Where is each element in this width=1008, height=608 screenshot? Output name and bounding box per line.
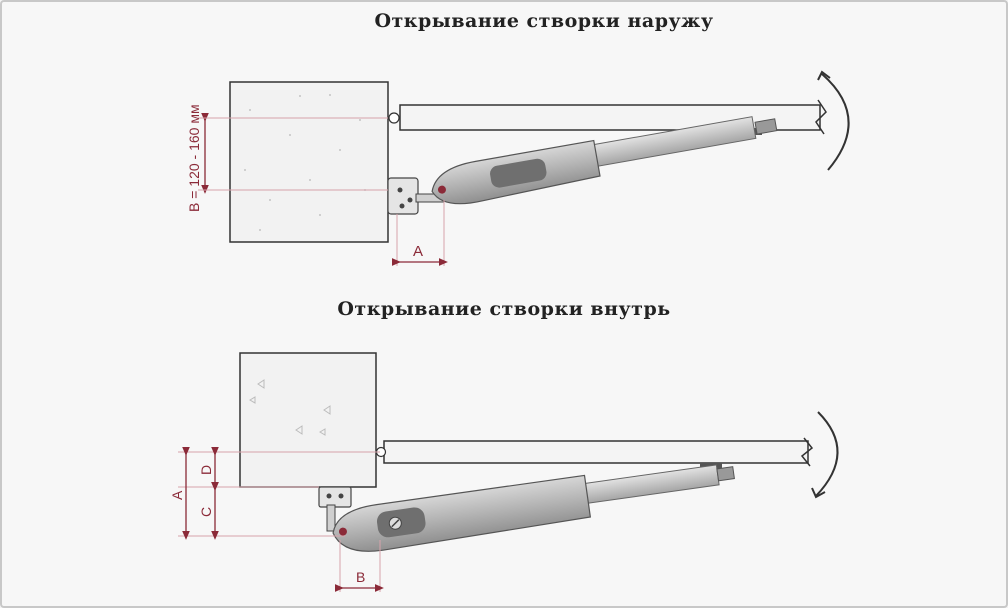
swing-arc <box>821 73 850 171</box>
gate-hinge <box>388 112 400 124</box>
pillar <box>239 352 377 488</box>
dimension-d-label: D <box>198 465 214 475</box>
gate-leaf <box>383 440 809 464</box>
gate-break-mark <box>815 99 827 135</box>
pillar-texture <box>244 94 366 231</box>
dimension-c-label: C <box>198 507 214 517</box>
actuator-inward <box>332 464 735 552</box>
title-outward-opening: Открывание створки наружу <box>374 10 714 32</box>
actuator-outward <box>431 116 778 205</box>
pillar-texture <box>249 379 331 436</box>
swing-arrow <box>817 70 831 81</box>
pillar <box>229 81 389 243</box>
pillar-bracket <box>318 486 352 508</box>
dimension-b-label: B = 120 - 160 мм <box>186 104 202 212</box>
title-inward-opening: Открывание створки внутрь <box>337 298 671 320</box>
dimension-b-label: B <box>356 569 365 585</box>
dimension-a-label: A <box>413 243 423 260</box>
dimension-a-label: A <box>169 490 185 500</box>
swing-arc <box>815 411 839 497</box>
inward-diagram: A D C B <box>169 352 839 592</box>
gate-break-mark <box>800 437 814 467</box>
pillar-bracket <box>387 177 419 215</box>
outward-diagram: B = 120 - 160 мм A <box>186 70 850 266</box>
swing-arrow <box>811 487 826 499</box>
